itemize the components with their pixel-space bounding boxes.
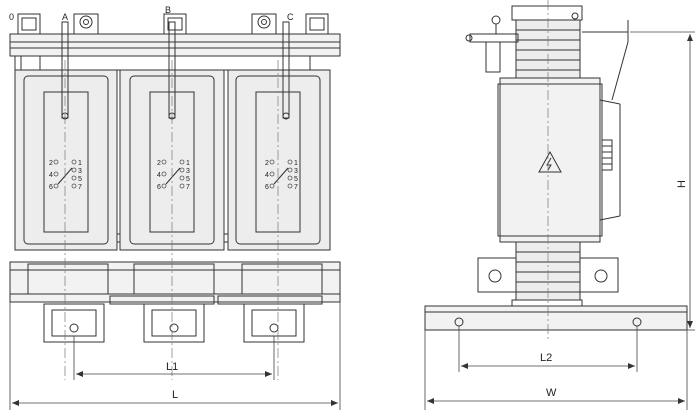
tap-label: 7: [78, 184, 82, 191]
front-view: 0 A B C: [9, 5, 341, 410]
lifting-lug-left: [73, 13, 99, 35]
phase-label-o: 0: [9, 12, 14, 22]
base-plate: [424, 305, 688, 331]
tap-label: 3: [78, 168, 82, 175]
tap-label: 6: [49, 184, 53, 191]
tap-label: 2: [157, 160, 161, 167]
tap-label: 2: [49, 160, 53, 167]
tap-label: 7: [294, 184, 298, 191]
tap-panel-b: 2 4 6 1 3 5 7: [157, 159, 190, 191]
tap-label: 3: [294, 168, 298, 175]
dim-label-l2: L2: [540, 352, 552, 364]
dim-label-h: H: [676, 180, 688, 188]
tap-label: 1: [186, 160, 190, 167]
foot-bracket-right: [579, 257, 619, 293]
phase-label-c: C: [287, 12, 294, 22]
dim-label-l1: L1: [166, 361, 178, 373]
dimension-h: H: [630, 31, 695, 331]
dim-label-l: L: [172, 389, 178, 401]
side-view: H L2 W: [424, 0, 695, 410]
dimension-w: W: [424, 330, 688, 410]
lifting-lug-right: [251, 13, 277, 35]
tap-label: 5: [294, 176, 298, 183]
dimension-l: L: [9, 302, 341, 410]
tap-label: 5: [186, 176, 190, 183]
phase-label-a: A: [62, 12, 68, 22]
terminal-strip-icon: [601, 139, 613, 171]
tap-label: 6: [157, 184, 161, 191]
hv-bushing-arm: [465, 15, 519, 73]
tap-label: 1: [78, 160, 82, 167]
tap-label: 1: [294, 160, 298, 167]
tap-label: 4: [157, 172, 161, 179]
tap-label: 3: [186, 168, 190, 175]
dim-label-w: W: [546, 387, 557, 399]
tap-label: 7: [186, 184, 190, 191]
tap-panel-c: 2 4 6 1 3 5 7: [265, 159, 298, 191]
coil-phase-c: [227, 69, 331, 251]
wheel-middle: [143, 303, 205, 343]
dimension-l1: L1: [73, 336, 275, 380]
tap-bracket-right: [571, 12, 629, 101]
tap-label: 4: [49, 172, 53, 179]
terminal-block-c: [305, 13, 329, 35]
foot-bracket-left: [477, 257, 517, 293]
dimension-l2: L2: [458, 326, 638, 372]
coil-phase-a: [14, 69, 118, 251]
warning-icon: [538, 150, 562, 173]
tap-label: 4: [265, 172, 269, 179]
tap-panel-a: 2 4 6 1 3 5 7: [49, 159, 82, 191]
top-cap: [511, 5, 583, 21]
terminal-block-o: [17, 13, 41, 35]
phase-label-b: B: [165, 5, 171, 15]
tap-label: 2: [265, 160, 269, 167]
tap-label: 5: [78, 176, 82, 183]
tap-label: 6: [265, 184, 269, 191]
